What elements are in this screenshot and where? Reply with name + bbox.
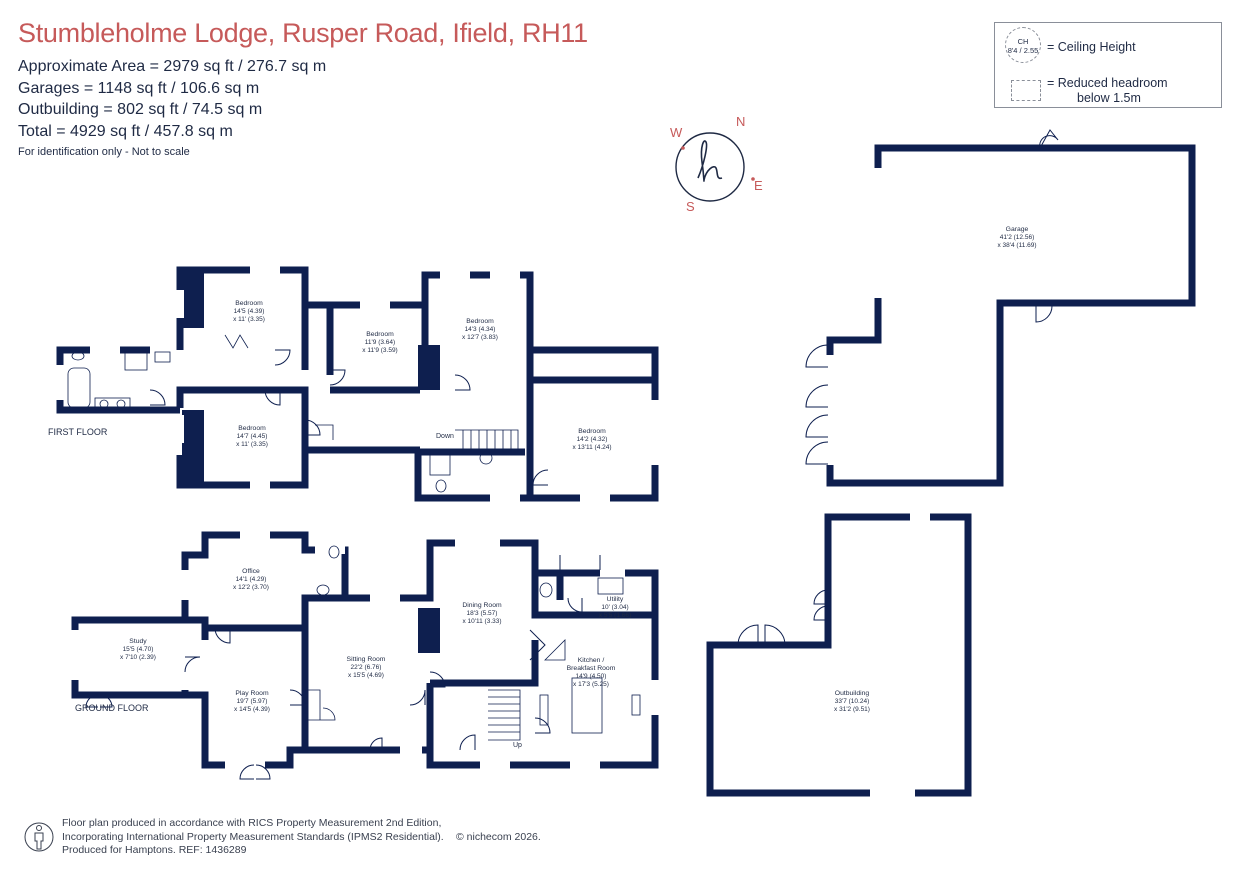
legend-box: CH 8'4 / 2.55 = Ceiling Height = Reduced… — [994, 22, 1222, 108]
first-floor-walls — [56, 266, 659, 502]
area-garages: Garages = 1148 sq ft / 106.6 sq m — [18, 79, 260, 97]
compass-w: W — [670, 125, 683, 140]
first-floor-label: FIRST FLOOR — [48, 427, 108, 437]
room-garage: Garage 41'2 (12.56) x 38'4 (11.69) — [997, 226, 1037, 249]
scale-note: For identification only - Not to scale — [18, 146, 190, 158]
accessibility-person-icon — [24, 822, 54, 852]
ch-value: 8'4 / 2.55 — [1007, 46, 1039, 55]
ground-floor-label: GROUND FLOOR — [75, 703, 149, 713]
room-kitchen: Kitchen / Breakfast Room 14'9 (4.50) x 1… — [566, 657, 616, 688]
footer-line-1: Floor plan produced in accordance with R… — [62, 817, 442, 829]
room-utility: Utility 10' (3.04) x 5'5 (1.66) — [598, 596, 632, 619]
area-outbuilding: Outbuilding = 802 sq ft / 74.5 sq m — [18, 101, 263, 118]
ground-floor-walls — [71, 531, 659, 769]
area-approximate: Approximate Area = 2979 sq ft / 276.7 sq… — [18, 58, 327, 75]
ch-label: CH — [1017, 37, 1029, 46]
compass-n: N — [736, 114, 745, 129]
reduced-headroom-legend: = Reduced headroom below 1.5m — [1047, 76, 1168, 105]
area-total: Total = 4929 sq ft / 457.8 sq m — [18, 122, 233, 140]
compass-icon: W N E S — [670, 114, 763, 214]
ceiling-height-icon: CH 8'4 / 2.55 — [1005, 27, 1041, 63]
footer-credits: Floor plan produced in accordance with R… — [62, 817, 541, 858]
garage-walls — [826, 144, 1196, 487]
room-bedroom-3: Bedroom 14'3 (4.34) x 12'7 (3.83) — [462, 318, 498, 341]
footer-line-3: Produced for Hamptons. REF: 1436289 — [62, 844, 247, 856]
footer-line-2: Incorporating International Property Mea… — [62, 830, 444, 843]
room-study: Study 15'5 (4.70) x 7'10 (2.39) — [120, 638, 156, 661]
compass-s: S — [686, 199, 695, 214]
room-bedroom-5: Bedroom 14'2 (4.32) x 13'11 (4.24) — [572, 428, 612, 451]
reduced-headroom-icon — [1011, 80, 1041, 101]
room-sitting-room: Sitting Room 22'2 (6.76) x 15'5 (4.69) — [346, 656, 386, 679]
room-play-room: Play Room 19'7 (5.97) x 14'5 (4.39) — [234, 690, 270, 713]
room-bedroom-4: Bedroom 14'7 (4.45) x 11' (3.35) — [236, 425, 268, 448]
outbuilding-walls — [706, 513, 972, 797]
stairs-down-label: Down — [436, 433, 454, 440]
area-summary: Approximate Area = 2979 sq ft / 276.7 sq… — [18, 56, 326, 142]
stairs-up-label: Up — [513, 742, 522, 749]
page-title: Stumbleholme Lodge, Rusper Road, Ifield,… — [18, 18, 588, 48]
compass-e: E — [754, 178, 763, 193]
room-office: Office 14'1 (4.29) x 12'2 (3.70) — [233, 568, 269, 591]
room-bedroom-2: Bedroom 11'9 (3.64) x 11'9 (3.59) — [362, 331, 398, 354]
ceiling-height-legend: = Ceiling Height — [1047, 40, 1136, 54]
footer-copyright: © nichecom 2026. — [456, 830, 541, 843]
room-outbuilding: Outbuilding 33'7 (10.24) x 31'2 (9.51) — [834, 690, 870, 713]
room-bedroom-1: Bedroom 14'5 (4.39) x 11' (3.35) — [233, 300, 265, 323]
room-dining-room: Dining Room 18'3 (5.57) x 10'11 (3.33) — [462, 602, 502, 625]
